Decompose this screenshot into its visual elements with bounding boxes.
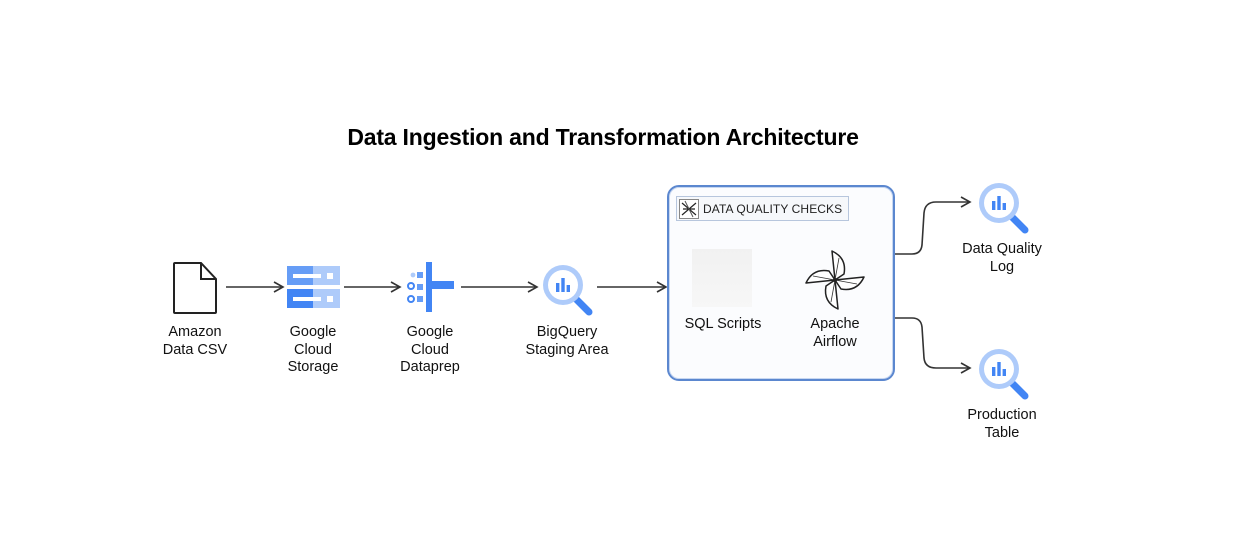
amazon-csv-node — [171, 262, 219, 319]
arrow-checks-to-prod — [891, 317, 972, 374]
airflow-pinwheel-icon — [805, 250, 865, 310]
airflow-label: Apache Airflow — [810, 316, 860, 350]
sql-scripts-icon — [692, 249, 752, 307]
prod-table-node — [976, 346, 1032, 405]
sql-scripts-label: SQL Scripts — [684, 316, 762, 332]
bq-staging-label: BigQuery Staging Area — [525, 324, 609, 358]
dataprep-label: Google Cloud Dataprep — [400, 324, 460, 375]
bigquery-icon — [543, 265, 593, 316]
bigquery-icon — [979, 183, 1029, 234]
bq-staging-node — [540, 262, 596, 321]
airflow-tag-icon — [679, 198, 699, 219]
group-label: DATA QUALITY CHECKS — [703, 201, 843, 216]
cloud-storage-icon — [287, 266, 340, 308]
group-tag: DATA QUALITY CHECKS — [676, 196, 850, 221]
diagram-title: Data Ingestion and Transformation Archit… — [347, 124, 859, 150]
dq-log-label: Data Quality Log — [962, 241, 1042, 275]
gcs-node — [287, 266, 341, 315]
file-icon — [173, 262, 217, 314]
airflow-node — [803, 249, 867, 316]
amazon-csv-label: Amazon Data CSV — [162, 324, 228, 358]
bigquery-icon — [979, 349, 1029, 400]
dataprep-node — [404, 262, 458, 319]
dq-log-node — [976, 180, 1032, 239]
dataprep-icon — [407, 262, 454, 312]
arrow-checks-to-log — [891, 196, 972, 255]
gcs-label: Google Cloud Storage — [287, 324, 339, 375]
prod-table-label: Production Table — [967, 407, 1037, 441]
